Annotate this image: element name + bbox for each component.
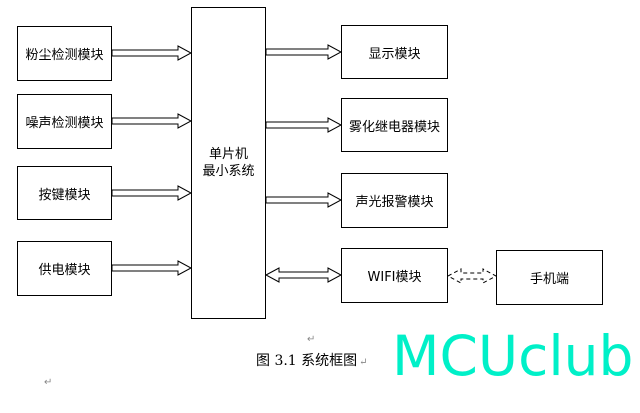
module-label: 显示模块 (368, 46, 421, 62)
module-label: 声光报警模块 (355, 195, 434, 210)
key-module: 按键模块 (17, 166, 112, 220)
module-label: 噪声检测模块 (25, 116, 104, 131)
module-label: 雾化继电器模块 (348, 119, 440, 135)
paragraph-mark: ↵ (359, 357, 368, 368)
module-label: 按键模块 (38, 187, 91, 203)
paragraph-mark: ↵ (307, 334, 316, 345)
arrow-mcu-to-alarm (265, 192, 343, 208)
phone-terminal: 手机端 (496, 250, 603, 305)
atomizer-relay-module: 雾化继电器模块 (341, 98, 448, 152)
module-label: 供电模块 (38, 263, 91, 278)
arrow-wifi-phone-wireless (446, 268, 498, 284)
module-label: WIFI模块 (367, 270, 422, 285)
module-label: 粉尘检测模块 (25, 48, 104, 63)
wifi-module: WIFI模块 (341, 248, 448, 303)
arrow-dust-to-mcu (111, 45, 193, 61)
paragraph-mark: ↵ (44, 377, 53, 388)
arrow-power-to-mcu (111, 260, 193, 276)
arrow-mcu-wifi-bidirectional (264, 267, 343, 283)
noise-detection-module: 噪声检测模块 (17, 94, 112, 149)
dust-detection-module: 粉尘检测模块 (17, 26, 112, 81)
mcu-label-line1: 单片机 (208, 147, 248, 162)
arrow-noise-to-mcu (111, 113, 193, 129)
arrow-mcu-to-display (265, 44, 343, 60)
arrow-key-to-mcu (111, 185, 193, 201)
alarm-module: 声光报警模块 (341, 173, 448, 228)
power-module: 供电模块 (17, 241, 112, 296)
display-module: 显示模块 (341, 25, 448, 79)
arrow-mcu-to-relay (265, 117, 343, 133)
mcu-minimum-system: 单片机 最小系统 (191, 7, 266, 319)
mcu-label-line2: 最小系统 (202, 164, 255, 179)
caption-text: 图 3.1 系统框图 (256, 353, 358, 369)
module-label: 手机端 (529, 272, 569, 287)
figure-caption: 图 3.1 系统框图↵ (256, 350, 368, 370)
